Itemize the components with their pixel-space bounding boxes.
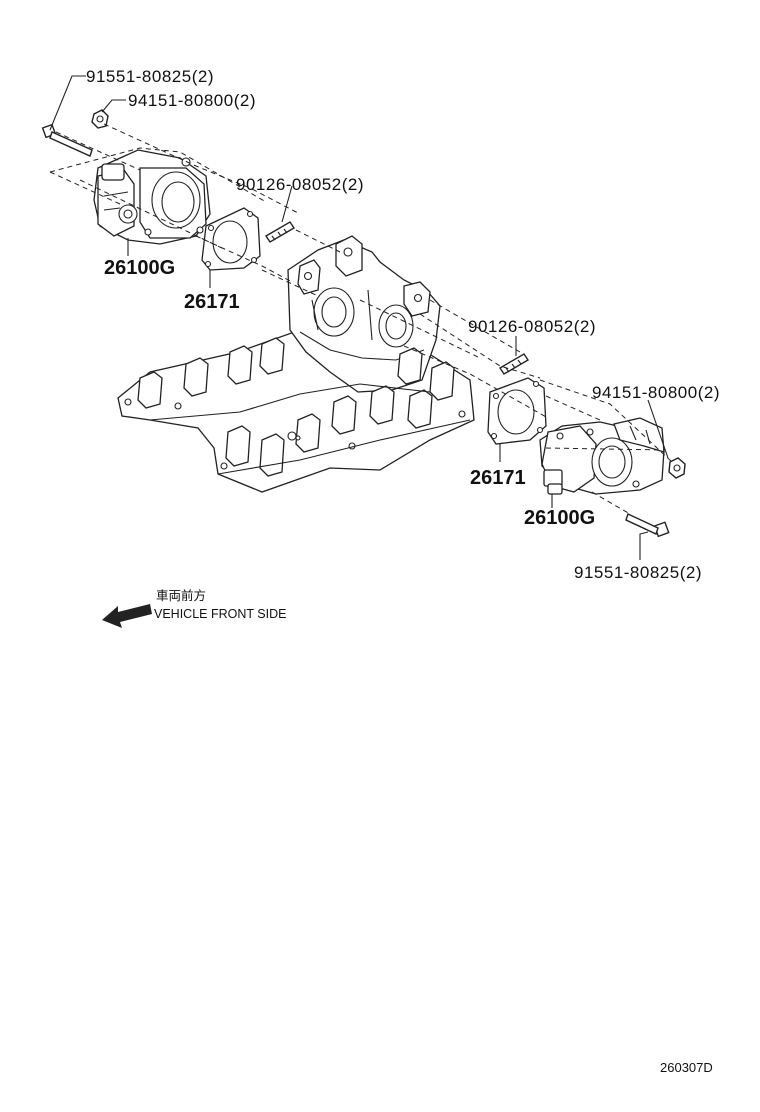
nut-lower xyxy=(668,457,686,479)
label-stud-upper: 90126-08052(2) xyxy=(236,175,364,194)
label-throttle-body-upper: 26100G xyxy=(104,257,175,279)
throttle-body-lower xyxy=(539,417,665,495)
intake-manifold xyxy=(117,235,475,493)
direction-japanese: 車両前方 xyxy=(156,588,206,603)
assembly-dash-lines xyxy=(49,123,673,515)
label-bolt-lower: 91551-80825(2) xyxy=(574,563,702,582)
label-stud-lower: 90126-08052(2) xyxy=(468,317,596,336)
stud-lower xyxy=(499,353,529,375)
label-bolt-upper: 91551-80825(2) xyxy=(86,67,214,86)
vehicle-front-indicator: 車両前方 VEHICLE FRONT SIDE xyxy=(102,588,286,628)
throttle-body-upper xyxy=(93,149,211,245)
stud-upper xyxy=(265,221,295,243)
label-throttle-body-lower: 26100G xyxy=(524,507,595,529)
bolt-lower xyxy=(625,513,670,538)
front-arrow-icon xyxy=(102,604,152,628)
gasket-upper xyxy=(201,207,261,271)
diagram-reference-code: 260307D xyxy=(660,1060,713,1075)
bolt-upper xyxy=(41,123,93,157)
label-gasket-upper: 26171 xyxy=(184,291,240,313)
gasket-lower xyxy=(487,377,547,445)
nut-upper xyxy=(91,109,109,129)
label-nut-lower: 94151-80800(2) xyxy=(592,383,720,402)
direction-english: VEHICLE FRONT SIDE xyxy=(154,607,286,621)
label-nut-upper: 94151-80800(2) xyxy=(128,91,256,110)
label-gasket-lower: 26171 xyxy=(470,467,526,489)
leader-lines xyxy=(49,75,669,560)
